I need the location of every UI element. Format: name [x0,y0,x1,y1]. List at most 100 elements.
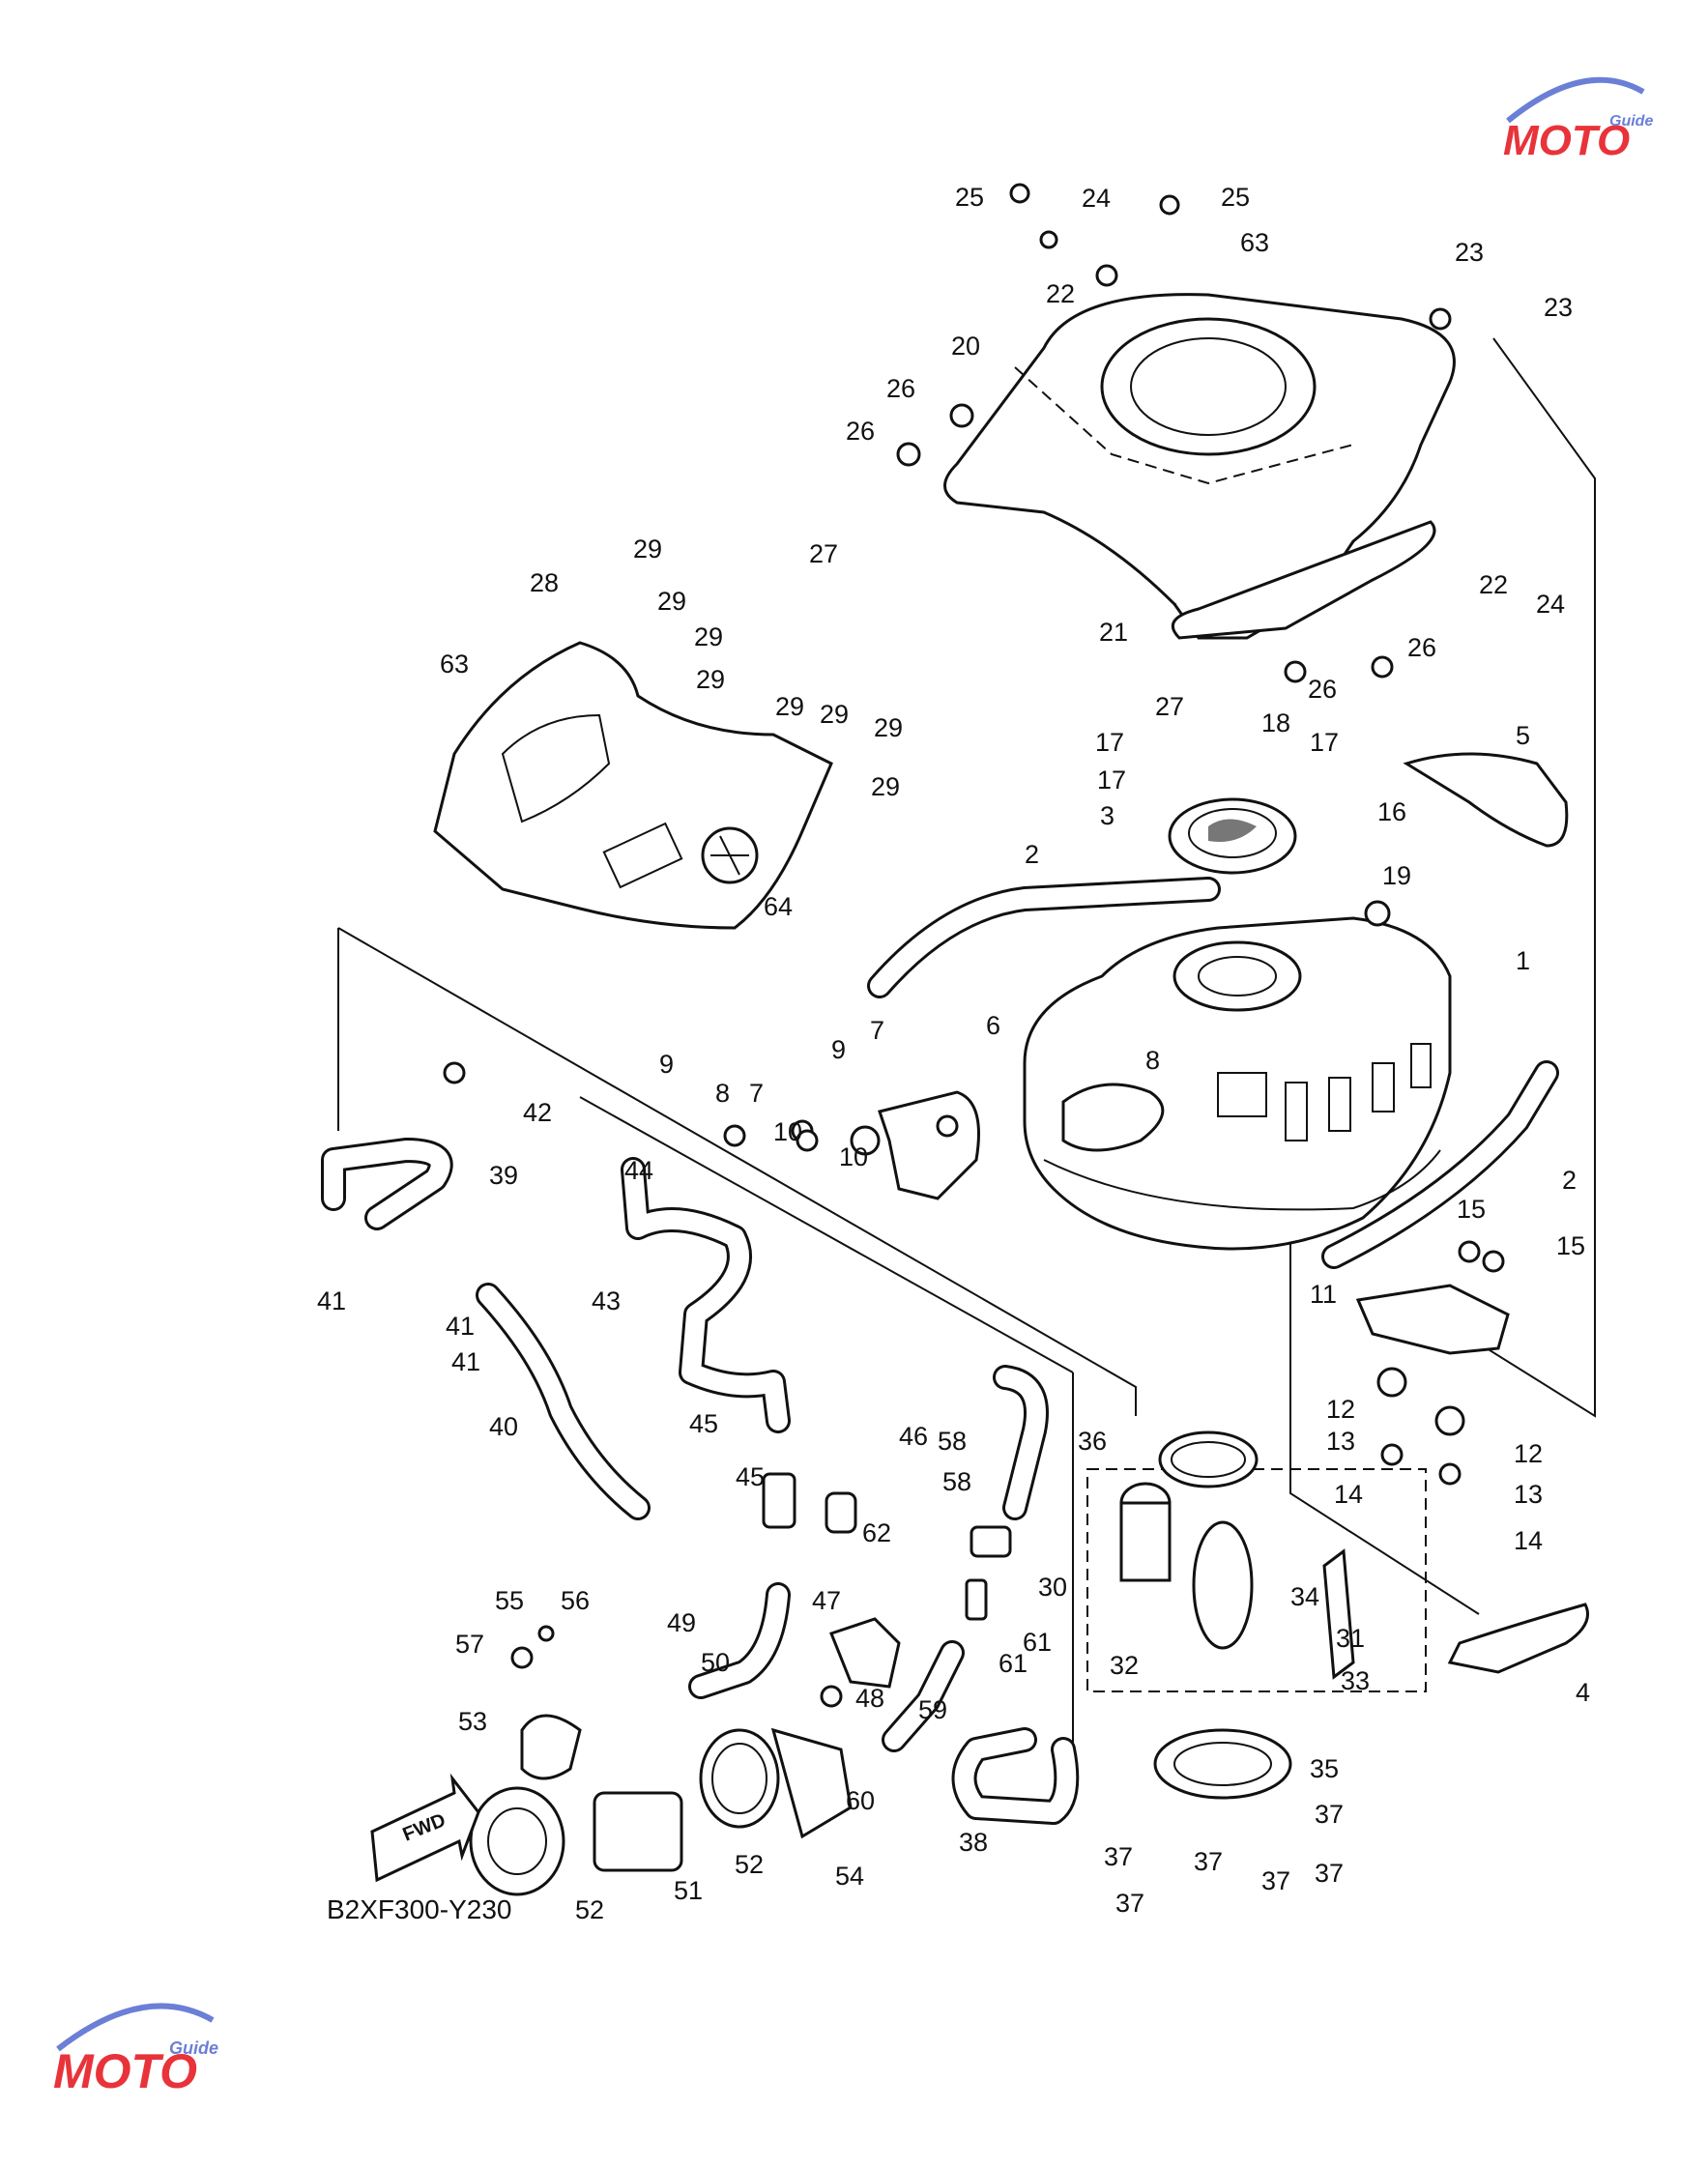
callout-number: 33 [1341,1666,1370,1695]
callout-number: 29 [633,535,662,563]
callout-number: 34 [1290,1582,1319,1611]
callout-number: 32 [1110,1651,1139,1680]
bracket-48 [829,1617,901,1689]
callout-number: 29 [657,587,686,616]
callout-number: 11 [1310,1280,1337,1309]
callout-number: 14 [1514,1526,1543,1555]
callout-number: 45 [689,1409,718,1438]
callout-number: 37 [1115,1889,1144,1918]
watermark-brand-text: MOTO [1503,117,1630,164]
callout-number: 17 [1310,728,1339,757]
callout-number: 25 [1221,183,1250,212]
watermark-brand-text: MOTO [53,2044,197,2098]
callout-number: 9 [659,1050,674,1079]
callout-number: 29 [775,692,804,721]
callout-number: 26 [1308,675,1337,704]
filter-53 [593,1791,683,1872]
callout-number: 63 [1240,228,1269,257]
callout-number: 39 [489,1161,518,1190]
cover-4 [1447,1603,1589,1674]
callout-number: 58 [938,1427,967,1456]
callout-number: 48 [855,1684,884,1713]
callout-number: 31 [1336,1624,1365,1653]
callout-number: 26 [1407,633,1436,662]
fuel-pump-body [1192,1520,1254,1650]
fwd-arrow: FWD [370,1773,480,1883]
callout-number: 22 [1046,279,1075,308]
callout-number: 63 [440,650,469,679]
callout-number: 64 [764,892,793,921]
callout-number: 3 [1100,801,1115,830]
callout-number: 43 [592,1286,621,1315]
diagram-code: B2XF300-Y230 [327,1894,511,1924]
bracket-6 [878,1090,980,1200]
callout-number: 40 [489,1412,518,1441]
fuel-cap-ring [1168,797,1297,875]
callout-number: 56 [561,1586,590,1615]
section-lines [337,337,1596,1793]
watermark-logo-bottom: MOTO Guide [53,2003,218,2098]
bracket-57 [770,1727,853,1839]
callout-number: 37 [1194,1847,1223,1876]
callout-number: 8 [715,1079,730,1108]
fuel-tank [1023,916,1452,1251]
callout-numbers: 1223456778899101011121213131414151516171… [317,183,1590,1924]
callout-number: 23 [1544,293,1573,322]
callout-number: 52 [735,1850,764,1879]
callout-number: 29 [820,700,849,729]
callout-number: 35 [1310,1754,1339,1783]
callout-number: 49 [667,1608,696,1637]
callout-number: 13 [1514,1480,1543,1509]
callout-number: 26 [846,417,875,446]
cover-5 [1403,752,1569,848]
callout-number: 29 [874,713,903,742]
connector-65 [970,1525,1012,1558]
callout-number: 47 [812,1586,841,1615]
watermark-logo-top: MOTO Guide [1503,76,1653,164]
callout-number: 57 [455,1630,484,1659]
callout-number: 24 [1082,184,1111,213]
callout-number: 55 [495,1586,524,1615]
filter-46 [762,1472,796,1529]
callout-number: 58 [942,1467,971,1496]
callout-number: 18 [1261,708,1290,737]
callout-number: 10 [839,1142,868,1171]
callout-number: 12 [1326,1395,1355,1424]
callout-number: 41 [317,1286,346,1315]
callout-number: 14 [1334,1480,1363,1509]
callout-number: 36 [1078,1427,1107,1456]
callout-number: 28 [530,568,559,597]
callout-number: 26 [886,374,915,403]
pump-body-54 [469,1786,565,1896]
callout-number: 38 [959,1828,988,1857]
callout-number: 12 [1514,1439,1543,1468]
callout-number: 7 [870,1016,884,1045]
bracket-56 [520,1714,582,1780]
callout-number: 17 [1095,728,1124,757]
callout-number: 19 [1382,861,1411,890]
callout-number: 2 [1025,840,1039,869]
callout-number: 27 [809,539,838,568]
callout-number: 50 [701,1648,730,1677]
callout-number: 17 [1097,766,1126,795]
callout-number: 6 [986,1011,1000,1040]
callout-number: 53 [458,1707,487,1736]
callout-number: 60 [846,1786,875,1815]
callout-number: 37 [1261,1866,1290,1895]
callout-number: 42 [523,1098,552,1127]
callout-number: 20 [951,332,980,361]
clamp-49 [825,1491,857,1534]
callout-number: 61 [1023,1628,1052,1657]
callout-number: 22 [1479,570,1508,599]
callout-number: 27 [1155,692,1184,721]
callout-number: 4 [1576,1678,1590,1707]
callout-number: 23 [1455,238,1484,267]
callout-number: 41 [451,1347,480,1376]
callout-number: 54 [835,1862,864,1891]
callout-number: 29 [694,622,723,651]
callout-number: 37 [1315,1859,1344,1888]
bracket-11 [1355,1284,1510,1355]
callout-number: 5 [1516,721,1530,750]
valve-64 [965,1578,988,1621]
